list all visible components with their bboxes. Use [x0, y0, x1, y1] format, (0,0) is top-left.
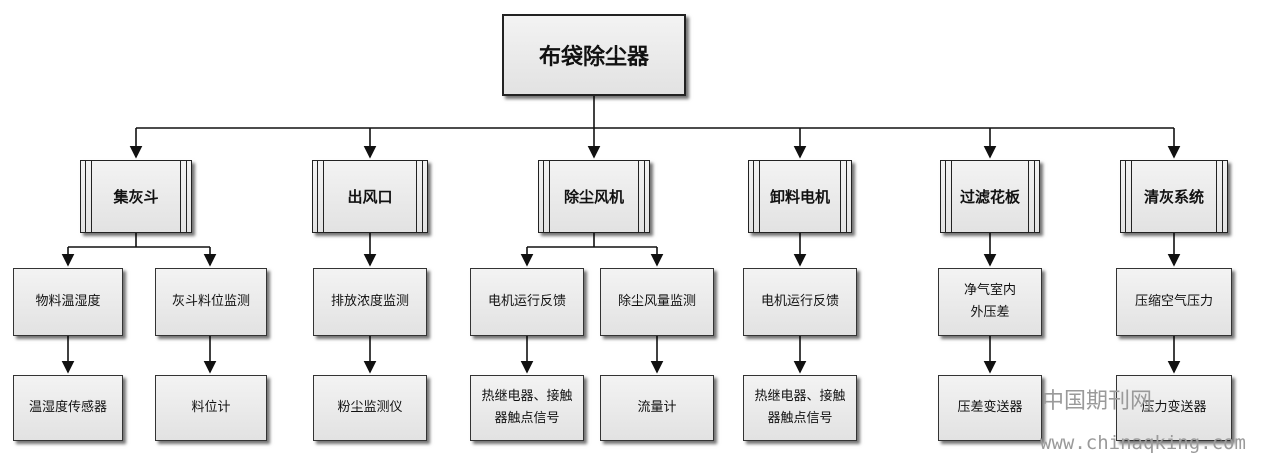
monitor-label: 电机运行反馈 — [487, 294, 566, 309]
device-node-3: 粉尘监测仪 — [313, 375, 427, 441]
category-label: 集灰斗 — [113, 188, 159, 206]
category-label: 过滤花板 — [959, 188, 1020, 206]
monitor-node-6: 电机运行反馈 — [743, 268, 857, 336]
device-node-6: 热继电器、接触器触点信号 — [743, 375, 857, 441]
root-label: 布袋除尘器 — [538, 45, 649, 70]
root-node: 布袋除尘器 — [502, 14, 686, 96]
monitor-label: 排放浓度监测 — [330, 294, 409, 309]
device-node-8: 压力变送器 — [1116, 375, 1232, 441]
monitor-label: 电机运行反馈 — [760, 294, 839, 309]
category-node-5: 过滤花板 — [940, 160, 1040, 233]
device-node-5: 流量计 — [600, 375, 714, 441]
monitor-node-2: 灰斗料位监测 — [155, 268, 267, 336]
category-label: 卸料电机 — [769, 188, 830, 206]
device-node-1: 温湿度传感器 — [13, 375, 123, 441]
device-label: 热继电器、接触器触点信号 — [754, 389, 846, 426]
category-node-2: 出风口 — [312, 160, 428, 233]
device-label: 压力变送器 — [1141, 400, 1207, 415]
device-node-4: 热继电器、接触器触点信号 — [470, 375, 584, 441]
category-label: 出风口 — [347, 188, 393, 206]
category-node-3: 除尘风机 — [538, 160, 650, 233]
category-label: 清灰系统 — [1143, 188, 1204, 206]
device-node-7: 压差变送器 — [938, 375, 1042, 441]
monitor-label: 灰斗料位监测 — [171, 294, 250, 309]
watermark-cn: 中国期刊网 — [1042, 389, 1153, 414]
device-node-2: 料位计 — [155, 375, 267, 441]
monitor-node-4: 电机运行反馈 — [470, 268, 584, 336]
device-label: 粉尘监测仪 — [337, 400, 403, 415]
monitor-label: 净气室内外压差 — [963, 283, 1016, 320]
device-label: 热继电器、接触器触点信号 — [481, 389, 573, 426]
monitor-label: 除尘风量监测 — [617, 294, 696, 309]
device-label: 压差变送器 — [957, 400, 1023, 415]
category-node-6: 清灰系统 — [1120, 160, 1228, 233]
monitor-node-7: 净气室内外压差 — [938, 268, 1042, 336]
device-label: 料位计 — [191, 400, 231, 415]
watermark-url: www.chinaqking.com — [1040, 432, 1246, 454]
device-label: 温湿度传感器 — [28, 400, 107, 415]
device-label: 流量计 — [637, 400, 677, 415]
monitor-node-8: 压缩空气压力 — [1116, 268, 1232, 336]
monitor-label: 压缩空气压力 — [1134, 294, 1213, 309]
category-node-1: 集灰斗 — [80, 160, 192, 233]
monitor-node-1: 物料温湿度 — [13, 268, 123, 336]
monitor-node-3: 排放浓度监测 — [313, 268, 427, 336]
category-label: 除尘风机 — [563, 188, 624, 206]
category-node-4: 卸料电机 — [748, 160, 852, 233]
monitor-label: 物料温湿度 — [35, 294, 101, 309]
monitor-node-5: 除尘风量监测 — [600, 268, 714, 336]
